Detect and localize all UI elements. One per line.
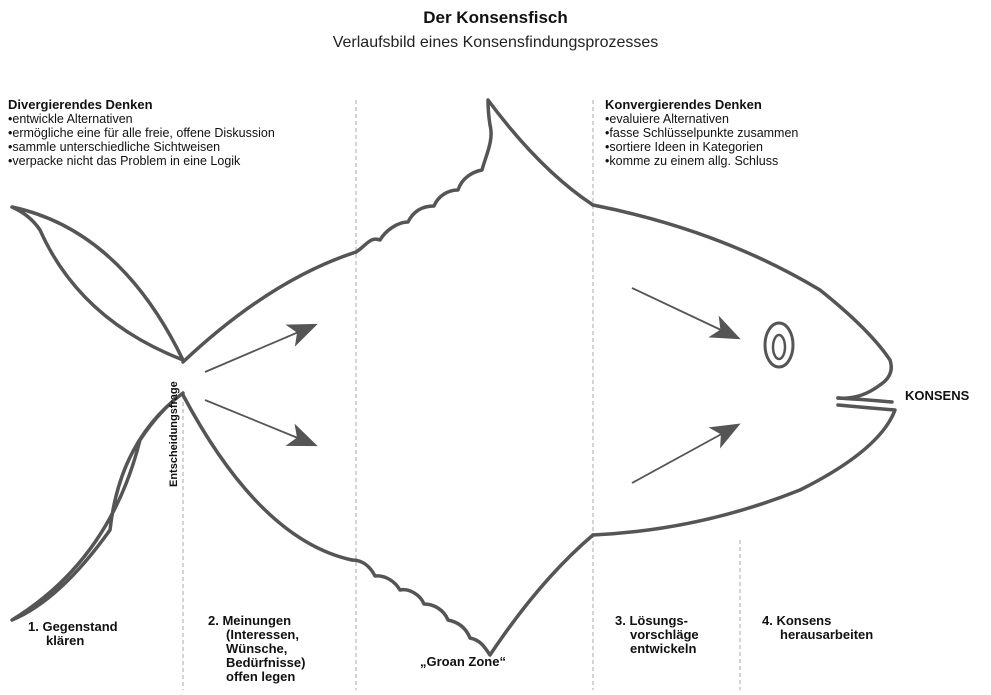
convergent-item: fasse Schlüsselpunkte zusammen	[605, 126, 798, 140]
divergent-item: ermögliche eine für alle freie, offene D…	[8, 126, 274, 140]
convergent-list: evaluiere Alternativen fasse Schlüsselpu…	[605, 112, 798, 168]
arrow-converge-up	[631, 423, 741, 484]
arrow-diverge-up	[204, 323, 318, 373]
konsens-label: KONSENS	[905, 388, 970, 403]
tail-lower	[10, 391, 185, 622]
dorsal-fin	[354, 98, 595, 254]
lower-jaw	[591, 403, 897, 537]
fish-outline	[10, 98, 897, 657]
phase-3-label: 3. Lösungs- vorschläge entwickeln	[615, 614, 699, 656]
divergent-item: sammle unterschiedliche Sichtweisen	[8, 140, 275, 154]
phase-line: 2. Meinungen	[208, 613, 292, 628]
phase-line: Wünsche,	[226, 641, 288, 656]
convergent-item: komme zu einem allg. Schluss	[605, 154, 798, 168]
phase-4-label: 4. Konsens herausarbeiten	[762, 614, 873, 642]
ventral-fin	[350, 533, 595, 657]
tail-upper	[10, 205, 185, 362]
phase-2-label: 2. Meinungen (Interessen, Wünsche, Bedür…	[208, 614, 305, 684]
phase-line: 1. Gegenstand	[28, 619, 118, 634]
arrow-converge-down	[631, 287, 741, 340]
arrow-diverge-down	[204, 399, 318, 447]
phase-dividers	[182, 100, 741, 690]
flow-arrows	[204, 287, 741, 484]
phase-line: klären	[46, 633, 85, 648]
phase-line: Bedürfnisse)	[226, 655, 306, 670]
phase-line: 4. Konsens	[762, 613, 832, 628]
divergent-heading: Divergierendes Denken	[8, 97, 153, 112]
body-upper	[181, 250, 358, 364]
phase-line: entwickeln	[630, 641, 697, 656]
phase-line: herausarbeiten	[780, 627, 874, 642]
convergent-item: evaluiere Alternativen	[605, 112, 798, 126]
decision-question-label: Entscheidungsfrage	[168, 381, 180, 487]
groan-zone-label: „Groan Zone“	[420, 655, 506, 669]
phase-line: „Groan Zone“	[420, 654, 506, 669]
phase-line: vorschläge	[630, 627, 699, 642]
diagram-title: Der Konsensfisch	[423, 8, 568, 27]
fish-eye	[763, 321, 795, 369]
convergent-item: sortiere Ideen in Kategorien	[605, 140, 798, 154]
divergent-thinking-block: Divergierendes Denken entwickle Alternat…	[8, 97, 275, 169]
divergent-item: verpacke nicht das Problem in eine Logik	[8, 154, 275, 168]
mouth	[836, 396, 894, 404]
divergent-list: entwickle Alternativen ermögliche eine f…	[8, 112, 275, 168]
phase-1-label: 1. Gegenstand klären	[28, 620, 118, 648]
phase-line: offen legen	[226, 669, 296, 684]
phase-line: 3. Lösungs-	[615, 613, 688, 628]
body-back	[591, 203, 893, 400]
convergent-thinking-block: Konvergierendes Denken evaluiere Alterna…	[605, 97, 798, 169]
divergent-item: entwickle Alternativen	[8, 112, 275, 126]
phase-line: (Interessen,	[226, 627, 299, 642]
diagram-subtitle: Verlaufsbild eines Konsensfindungsprozes…	[332, 34, 659, 51]
convergent-heading: Konvergierendes Denken	[605, 97, 762, 112]
body-lower	[181, 393, 354, 562]
